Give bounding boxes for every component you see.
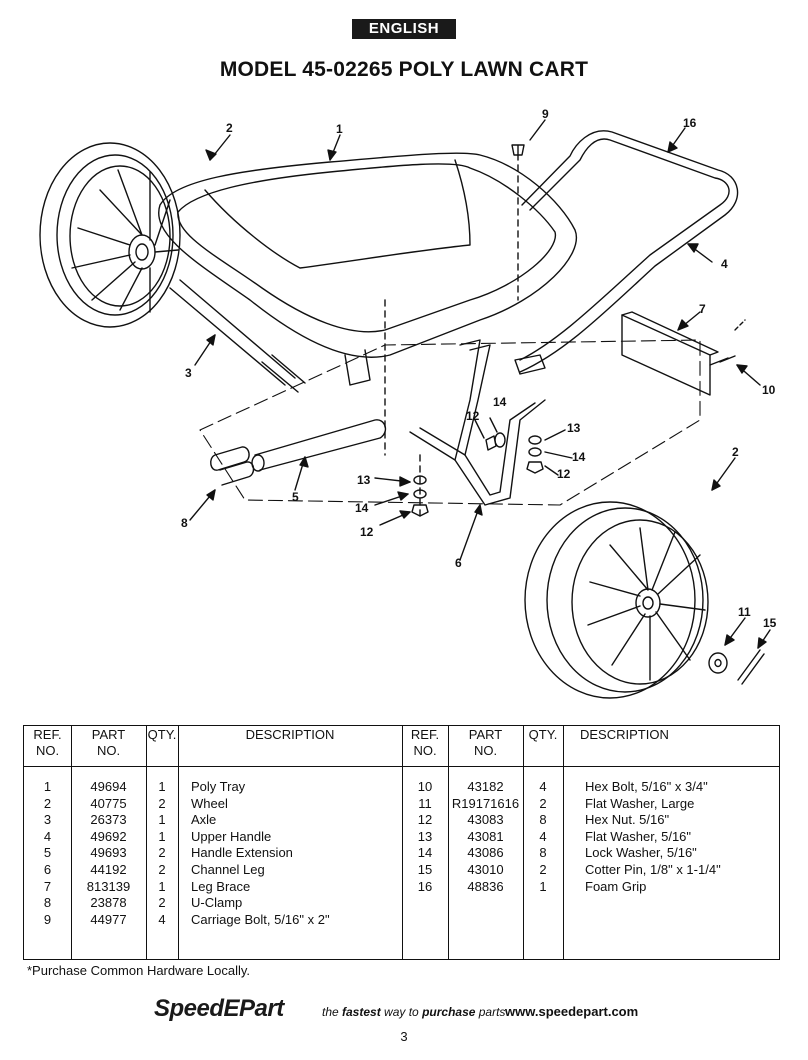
axle bbox=[169, 279, 306, 393]
header-description-left: DESCRIPTION bbox=[245, 727, 335, 742]
header-ref-left: REF.NO. bbox=[33, 727, 62, 758]
callout-11: 11 bbox=[738, 605, 751, 619]
callout-12-right: 12 bbox=[557, 467, 571, 481]
callout-15: 15 bbox=[763, 616, 777, 630]
callout-1: 1 bbox=[336, 122, 343, 136]
callout-10: 10 bbox=[762, 383, 776, 397]
callout-5: 5 bbox=[292, 490, 299, 504]
callout-16: 16 bbox=[683, 116, 697, 130]
leg-brace bbox=[621, 311, 729, 396]
callout-8: 8 bbox=[181, 516, 188, 530]
callout-9: 9 bbox=[542, 107, 549, 121]
tagline: the fastest way to purchase parts bbox=[322, 1005, 506, 1019]
header-qty-left: QTY. bbox=[147, 727, 177, 742]
callout-3: 3 bbox=[185, 366, 192, 380]
handle-extension bbox=[251, 419, 387, 472]
callout-12-upper: 12 bbox=[466, 409, 480, 423]
hardware-note: *Purchase Common Hardware Locally. bbox=[27, 963, 251, 978]
callout-14-upper: 14 bbox=[493, 395, 507, 409]
callout-7: 7 bbox=[699, 302, 706, 316]
assembly-outline bbox=[199, 339, 701, 506]
poly-tray bbox=[158, 152, 578, 386]
callout-2-left: 2 bbox=[226, 121, 233, 135]
header-qty-right: QTY. bbox=[528, 727, 558, 742]
callout-13-lower: 13 bbox=[357, 473, 371, 487]
speedepart-logo: SpeedEPart bbox=[154, 995, 284, 1022]
callout-14-lower: 14 bbox=[355, 501, 369, 515]
right-description-column: Hex Bolt, 5/16" x 3/4"Flat Washer, Large… bbox=[585, 779, 721, 894]
callout-13-right: 13 bbox=[567, 421, 581, 435]
exploded-parts-diagram: 1 2 3 4 5 6 7 8 9 10 11 12 13 14 15 16 2… bbox=[39, 107, 777, 699]
hardware bbox=[384, 144, 765, 685]
right-wheel bbox=[524, 501, 709, 699]
header-description-right: DESCRIPTION bbox=[580, 727, 669, 742]
left-wheel bbox=[39, 142, 181, 328]
page-number: 3 bbox=[400, 1029, 408, 1044]
page-title: MODEL 45-02265 POLY LAWN CART bbox=[219, 58, 589, 81]
u-clamp bbox=[210, 446, 255, 486]
website-link[interactable]: www.speedepart.com bbox=[505, 1004, 639, 1019]
leader-lines bbox=[189, 119, 771, 649]
callout-14-right: 14 bbox=[572, 450, 586, 464]
language-badge: ENGLISH bbox=[352, 19, 456, 39]
upper-handle bbox=[514, 130, 739, 375]
header-ref-right: REF.NO. bbox=[410, 727, 440, 758]
callout-6: 6 bbox=[455, 556, 462, 570]
callout-2-right: 2 bbox=[732, 445, 739, 459]
callout-4: 4 bbox=[721, 257, 728, 271]
table-row: 1 bbox=[43, 779, 52, 794]
channel-legs bbox=[409, 339, 546, 506]
callout-12-lower: 12 bbox=[360, 525, 374, 539]
callout-numbers: 1 2 3 4 5 6 7 8 9 10 11 12 13 14 15 16 2… bbox=[181, 107, 777, 630]
